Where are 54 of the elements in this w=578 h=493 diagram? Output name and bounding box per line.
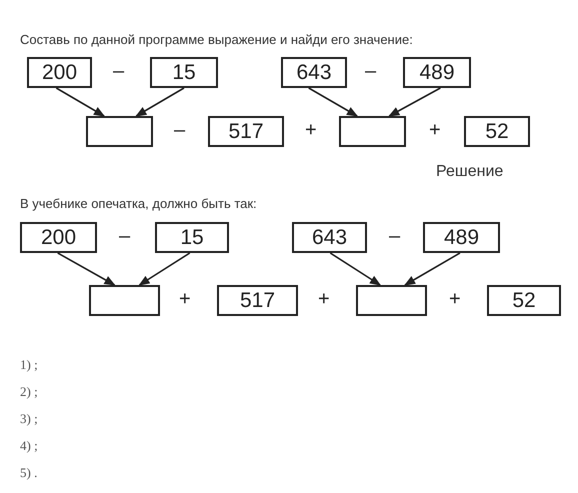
number-text: 52 [512,288,536,312]
number-text: 15 [180,226,204,250]
number-text: 643 [312,226,348,250]
answer-step-line: 1) ; [20,357,38,373]
answer-step-line: 3) ; [20,411,38,427]
answer-step-line: 5) . [20,465,38,481]
operator-sign: – [119,225,130,248]
instruction-text: Составь по данной программе выражение и найди его значение: [20,32,413,47]
operator-sign: – [389,225,400,248]
operator-sign: + [449,288,461,311]
number-box [281,57,347,88]
number-text: 643 [296,60,332,84]
empty-answer-box [89,285,160,316]
number-text: 200 [40,226,76,250]
number-text: 489 [444,226,480,250]
operator-sign: – [113,60,124,83]
number-box [150,57,218,88]
number-text: 52 [485,120,509,144]
operator-sign: – [365,60,376,83]
number-box [464,116,530,147]
arrow [138,252,190,286]
number-box [27,57,92,88]
empty-answer-box [356,285,427,316]
number-box [403,57,471,88]
number-box [487,285,561,316]
number-text: 517 [228,120,264,144]
operator-sign: + [318,288,330,311]
operator-sign: + [429,119,441,142]
empty-answer-box [339,116,406,147]
arrow [57,252,116,286]
arrow [56,87,106,117]
number-box [423,222,500,253]
note-text: В учебнике опечатка, должно быть так: [20,196,257,211]
number-text: 15 [172,60,196,84]
number-text: 489 [419,60,455,84]
arrow [404,252,460,286]
number-text: 517 [240,288,276,312]
solution-heading: Решение [436,163,504,181]
operator-sign: + [305,119,317,142]
answer-step-line: 4) ; [20,438,38,454]
arrow [135,87,184,117]
number-box [20,222,97,253]
number-text: 200 [42,60,78,84]
operator-sign: + [179,288,191,311]
number-box [292,222,367,253]
arrow [388,87,441,117]
number-box [208,116,284,147]
number-box [217,285,298,316]
empty-answer-box [86,116,153,147]
number-box [155,222,229,253]
operator-sign: – [174,119,186,142]
answer-step-line: 2) ; [20,384,38,400]
arrow [308,87,358,117]
arrow [330,252,382,286]
